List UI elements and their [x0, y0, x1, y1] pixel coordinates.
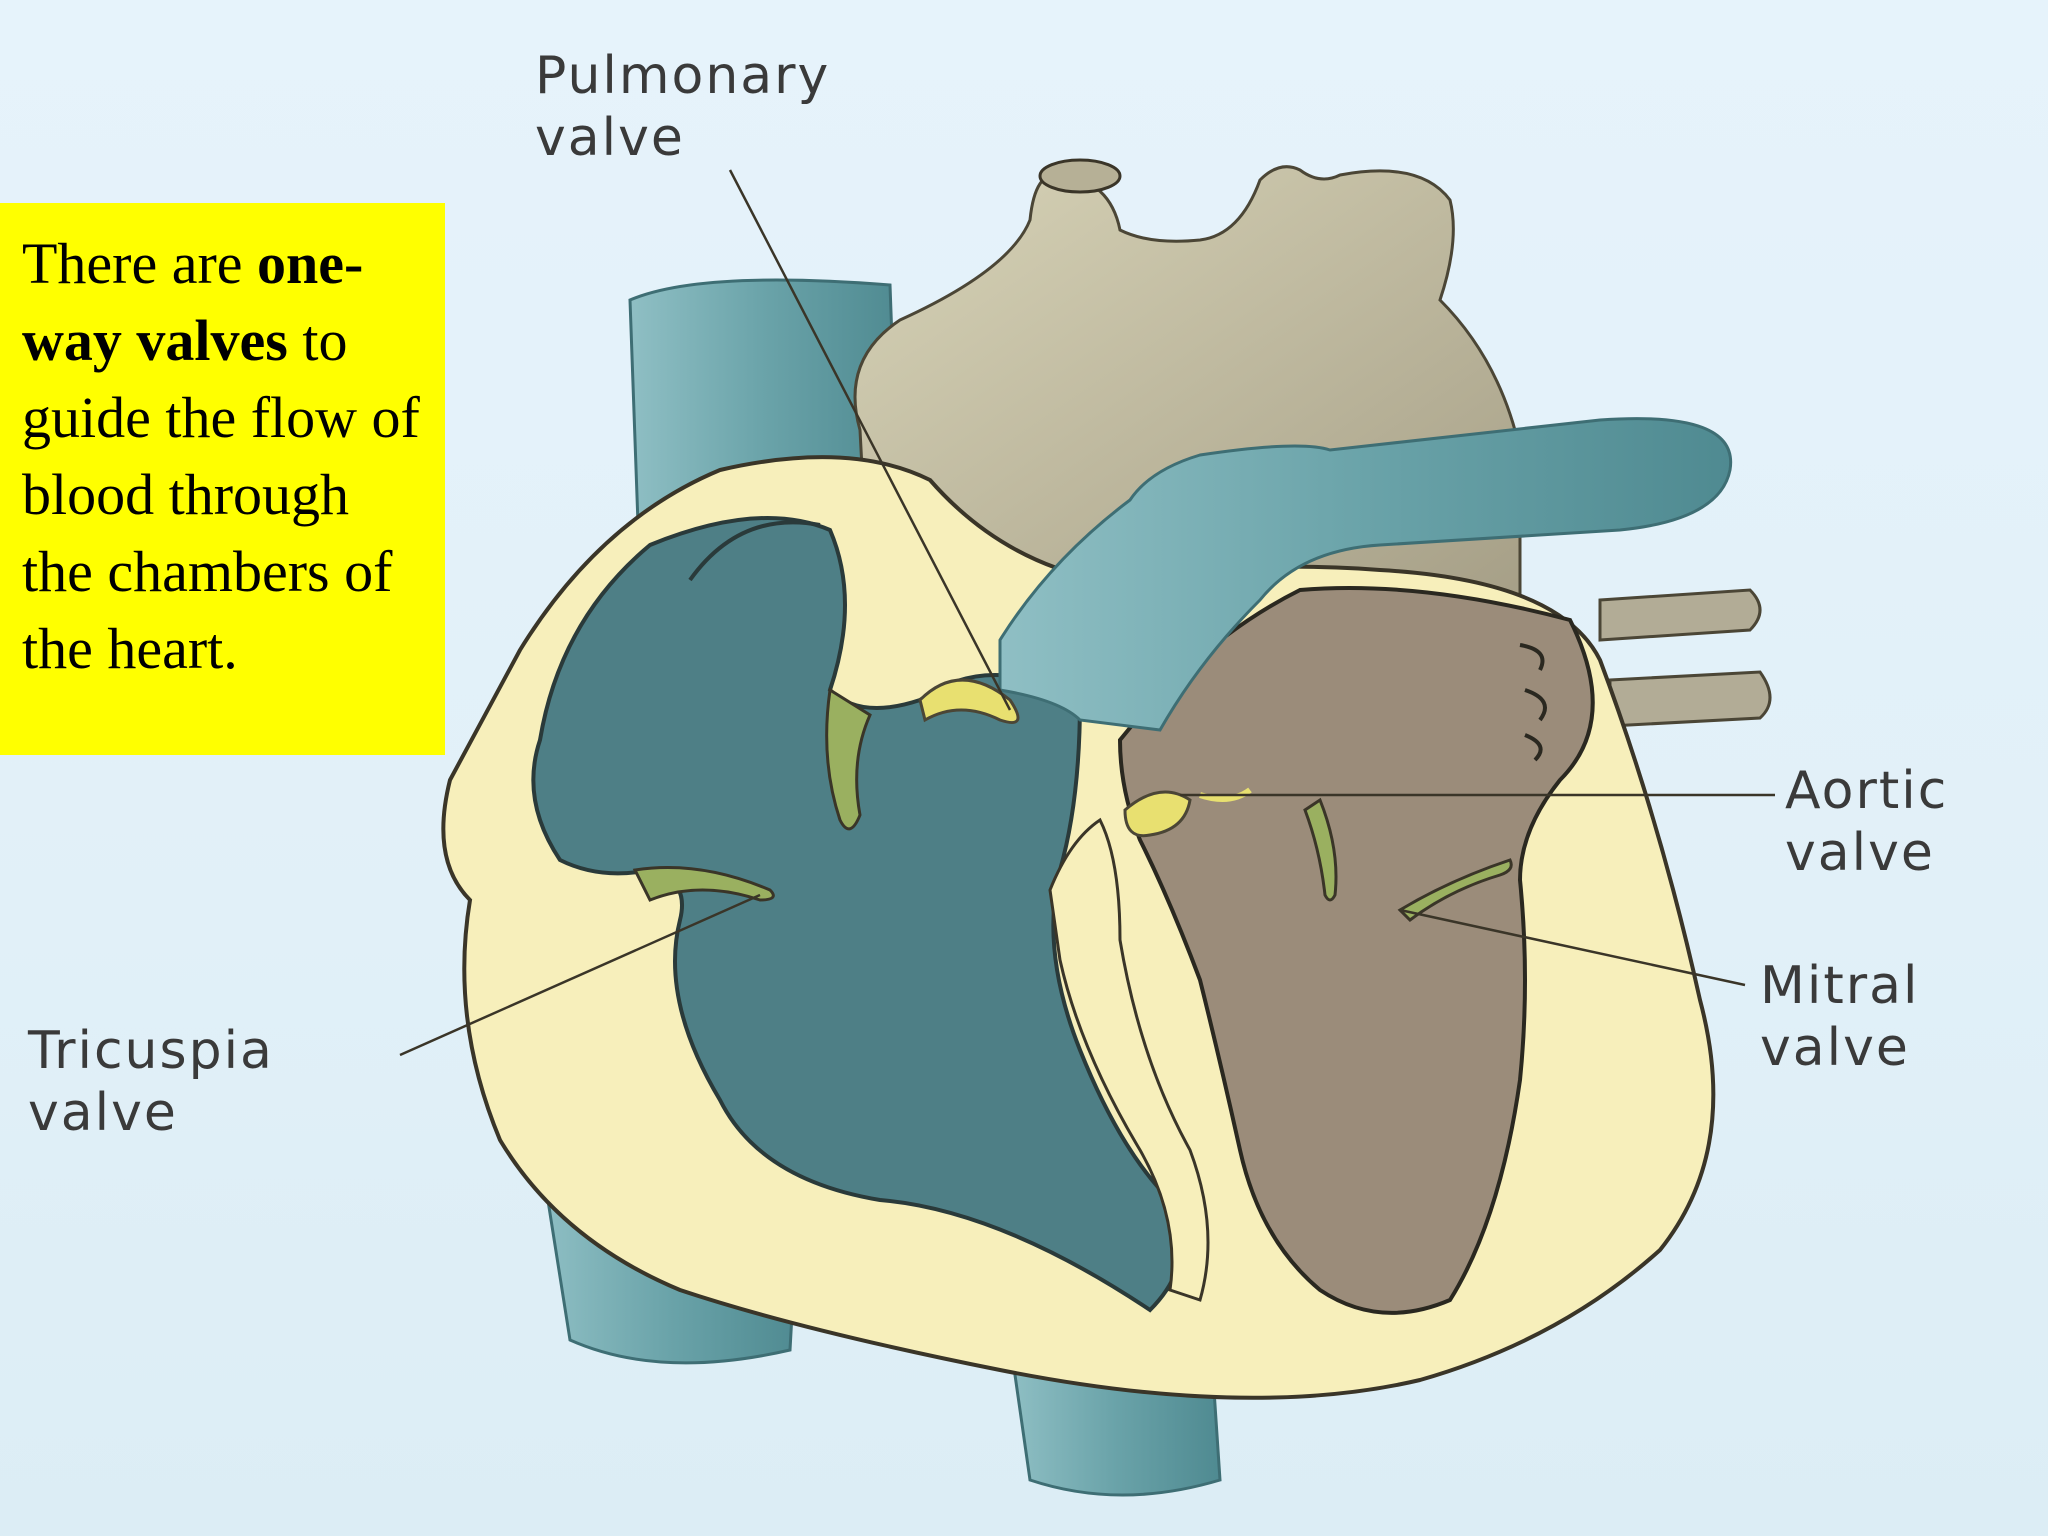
aorta-branch-opening — [1038, 158, 1122, 194]
pulmonary-vein-upper — [1598, 588, 1762, 642]
left-atrium-marks — [1519, 643, 1547, 762]
aortic-valve — [1123, 790, 1192, 838]
leader-lines — [399, 169, 1775, 1057]
pulmonary-leader — [728, 169, 1012, 711]
aortic-valve-leaflet — [1199, 787, 1252, 802]
callout-suffix: to guide the flow of blood through the c… — [22, 308, 420, 681]
label-pulmonary-valve: Pulmonary valve — [535, 46, 831, 168]
label-tricuspid-valve: Tricuspia valve — [28, 1021, 274, 1143]
label-mitral-valve: Mitral valve — [1760, 956, 1920, 1078]
tricuspid-leader — [399, 893, 761, 1057]
mitral-valve — [1303, 797, 1338, 902]
crista — [688, 520, 821, 582]
pulmonary-vein-lower — [1608, 670, 1772, 728]
pulmonary-artery — [998, 417, 1733, 732]
callout-bold: one-way valves — [22, 231, 364, 373]
pulmonary-valve — [918, 678, 1020, 724]
mitral-leader — [1399, 908, 1746, 987]
info-callout: There are one-way valves to guide the fl… — [0, 203, 445, 755]
tricuspid-valve — [825, 687, 872, 831]
septum — [1048, 817, 1210, 1302]
left-chambers — [1117, 586, 1595, 1315]
tricuspid-valve-lower — [632, 866, 775, 902]
label-aortic-valve: Aortic valve — [1785, 761, 1949, 883]
callout-prefix: There are — [22, 231, 258, 296]
mitral-valve-lower — [1397, 858, 1513, 922]
